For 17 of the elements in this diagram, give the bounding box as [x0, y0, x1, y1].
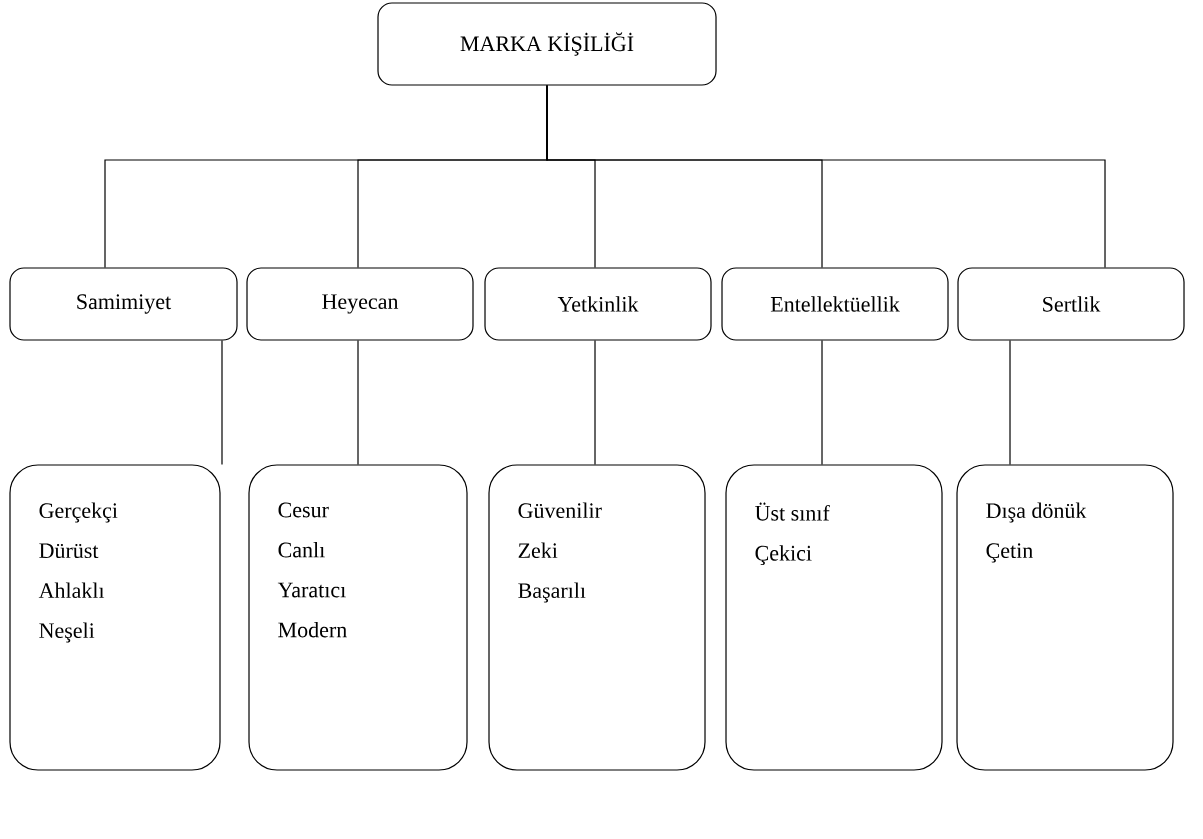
trait-list-box: Gerçekçi Dürüst Ahlaklı Neşeli — [9, 464, 221, 771]
title-box: MARKA KİŞİLİĞİ — [377, 2, 717, 86]
category-box: Samimiyet — [9, 267, 238, 341]
trait-list-box: Dışa dönük Çetin — [956, 464, 1174, 771]
connector-line — [546, 85, 1106, 268]
category-box: Sertlik — [957, 267, 1185, 341]
trait-list-box: Üst sınıf Çekici — [725, 464, 943, 771]
connector-line — [221, 340, 223, 465]
trait-list-box: Cesur Canlı Yaratıcı Modern — [248, 464, 468, 771]
category-box: Heyecan — [246, 267, 474, 341]
category-box: Yetkinlik — [484, 267, 712, 341]
connector-line — [357, 340, 359, 465]
trait-list-box: Güvenilir Zeki Başarılı — [488, 464, 706, 771]
connector-line — [1009, 340, 1011, 465]
category-box: Entellektüellik — [721, 267, 949, 341]
connector-line — [594, 340, 596, 465]
connector-line — [821, 340, 823, 465]
